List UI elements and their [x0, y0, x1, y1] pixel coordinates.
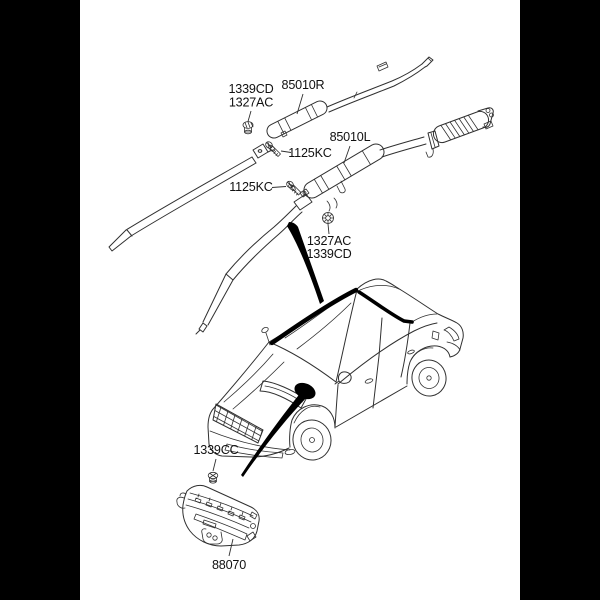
part-label-1125KC-left: 1125KC	[229, 180, 272, 194]
roof-band-highlight	[269, 287, 414, 346]
leader-lines	[212, 93, 351, 557]
part-label-1339CD-top: 1339CD	[228, 82, 273, 96]
part-label-1327AC-top: 1327AC	[229, 96, 273, 110]
car-illustration	[207, 278, 464, 461]
part-label-85010R: 85010R	[282, 78, 325, 92]
part-label-88070: 88070	[212, 558, 246, 572]
part-label-1339CC: 1339CC	[193, 443, 238, 457]
part-label-1125KC-right: 1125KC	[288, 146, 331, 160]
part-label-85010L: 85010L	[330, 130, 371, 144]
part-label-1339CD-mid: 1339CD	[306, 247, 351, 261]
pointer-wedge-upper	[287, 222, 324, 304]
pointer-wedge-lower	[241, 391, 308, 477]
bolt-icon-left	[286, 180, 302, 196]
rear-wheel	[411, 359, 447, 397]
clip-icon-bottom	[207, 471, 219, 484]
grommet-icon-top	[242, 121, 254, 135]
part-label-1327AC-mid: 1327AC	[307, 234, 351, 248]
curtain-airbag-left-drawing	[195, 107, 494, 335]
grommet-icon-mid	[322, 212, 334, 224]
airbag-module-drawing	[176, 484, 260, 547]
diagram-paper	[80, 0, 520, 600]
part-labels: 1339CD 1327AC 85010R 85010L 1125KC 1125K…	[193, 78, 370, 572]
front-wheel	[292, 419, 332, 461]
bolt-icon-right	[265, 141, 281, 157]
